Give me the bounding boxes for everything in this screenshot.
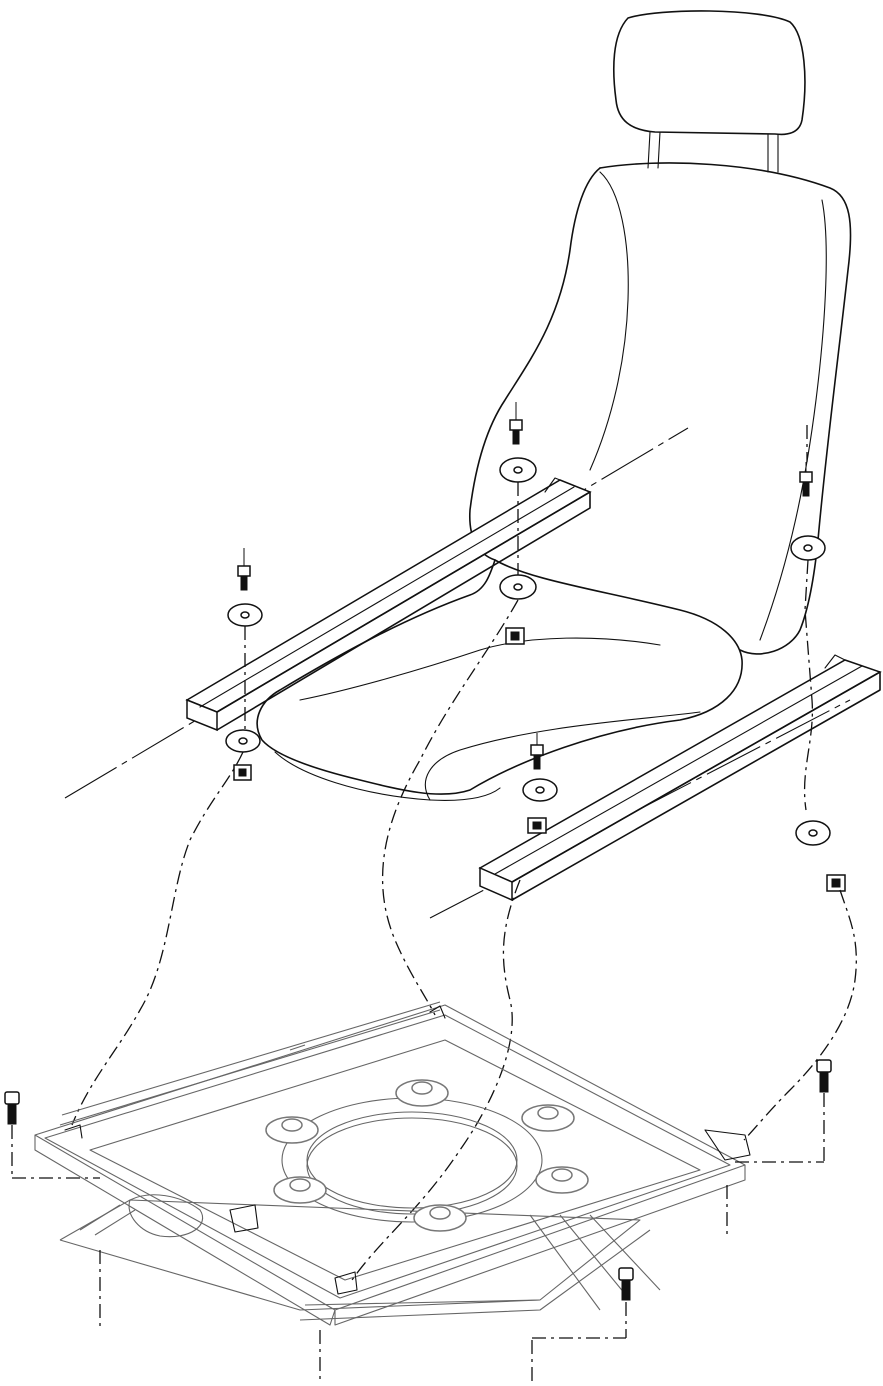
assembly-leaders bbox=[71, 599, 857, 1281]
bolt-icon bbox=[521, 1104, 575, 1132]
fastener-stack-right bbox=[790, 425, 846, 892]
floor-bolt-bottom bbox=[531, 1267, 634, 1384]
seat-rail-icon bbox=[185, 477, 592, 732]
washer-icon bbox=[227, 603, 263, 627]
washer-icon bbox=[225, 729, 261, 753]
fastener-stack-left bbox=[225, 548, 263, 781]
bolt-icon bbox=[265, 1116, 319, 1144]
bolt-icon bbox=[509, 402, 523, 445]
nut-icon bbox=[527, 817, 547, 834]
bolt-icon bbox=[395, 1079, 449, 1107]
fastener-stack-center bbox=[499, 402, 537, 645]
washer-icon bbox=[790, 535, 826, 561]
washer-icon bbox=[795, 820, 831, 846]
washer-icon bbox=[499, 574, 537, 600]
floor-bolt-left bbox=[4, 1091, 101, 1330]
bolt-icon bbox=[413, 1204, 467, 1232]
bolt-icon bbox=[273, 1176, 327, 1204]
nut-icon bbox=[826, 874, 846, 892]
car-seat-icon bbox=[256, 10, 852, 801]
seat-rail-icon bbox=[478, 654, 882, 902]
floor-bolt-right bbox=[726, 1059, 832, 1235]
washer-icon bbox=[522, 778, 558, 802]
bolt-icon bbox=[618, 1267, 634, 1301]
bolt-icon bbox=[237, 548, 251, 591]
fastener-stack-rail bbox=[522, 733, 558, 834]
nut-icon bbox=[233, 764, 252, 781]
bolt-icon bbox=[799, 462, 813, 497]
swivel-plate-icon bbox=[34, 1001, 751, 1326]
nut-icon bbox=[505, 627, 525, 645]
bolt-icon bbox=[816, 1059, 832, 1093]
bolt-icon bbox=[4, 1091, 20, 1125]
washer-icon bbox=[499, 457, 537, 483]
bolt-icon bbox=[535, 1166, 589, 1194]
bolt-icon bbox=[530, 733, 544, 770]
